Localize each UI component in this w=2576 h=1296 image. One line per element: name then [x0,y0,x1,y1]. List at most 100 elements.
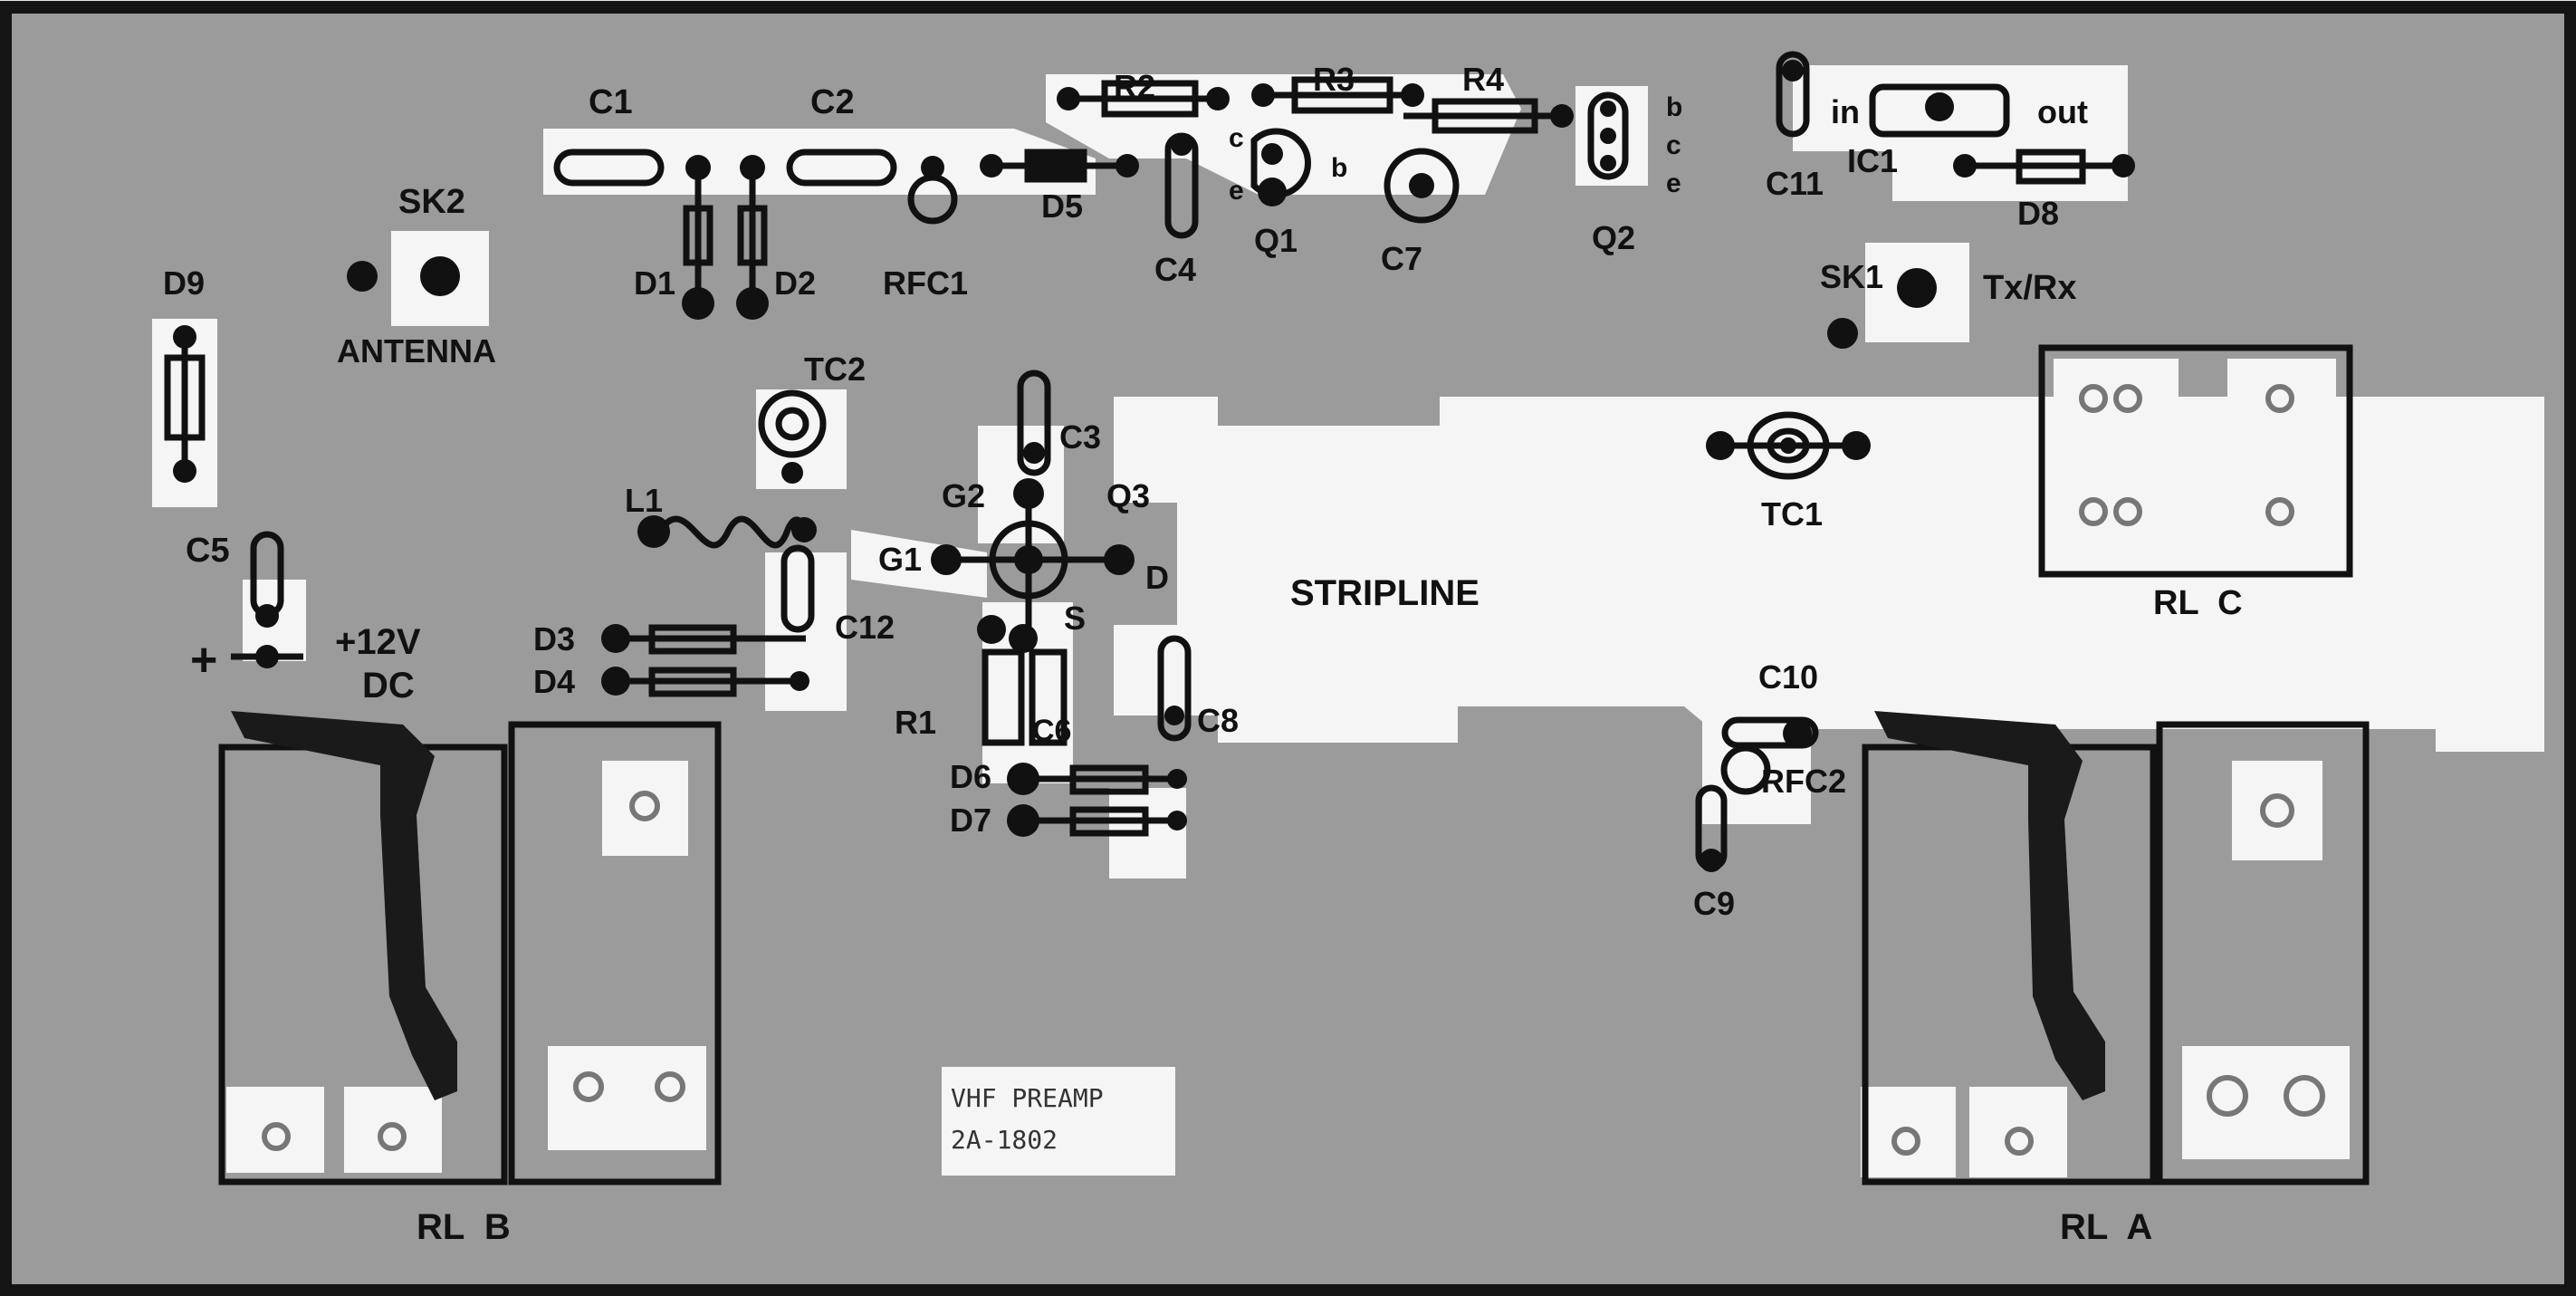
label-q3: Q3 [1106,477,1150,514]
nameplate-title: VHF PREAMP [951,1083,1104,1113]
rlc-ring-5 [2113,497,2142,526]
label-d2: D2 [774,264,816,302]
q2-joint-e [1600,155,1616,171]
tc1-joint-left [1706,431,1735,460]
d6-diode [1069,764,1149,795]
q3-joint-s2 [1009,624,1038,653]
label-tc1: TC1 [1761,495,1823,533]
copper-rlc-pad-1 [2054,359,2179,460]
d4-diode [648,667,737,697]
l1-joint-right [791,517,817,542]
copper-rlb-pad-bottom [548,1046,706,1150]
c8-joint [1164,706,1184,725]
q3-joint-d [1104,544,1135,575]
q3-joint-g1 [931,544,962,575]
label-q1-e: e [1229,176,1244,206]
label-c4: C4 [1154,251,1196,288]
label-c9: C9 [1693,885,1735,922]
label-in: in [1831,93,1860,130]
d2-joint-top [740,155,765,180]
c5-joint [255,604,279,628]
q2-joint-b [1600,101,1616,117]
rlc-ring-2 [2113,384,2142,413]
label-ic1: IC1 [1847,142,1898,179]
rlc-outline [2038,344,2353,578]
c8-capacitor [1157,635,1192,742]
label-c2: C2 [810,83,855,121]
label-rfc2: RFC2 [1761,763,1846,800]
copper-rla-pad-top [2232,761,2322,860]
label-q1: Q1 [1254,222,1298,259]
copper-c1c2-strip [543,129,1096,195]
c11-capacitor [1776,51,1810,138]
label-q2: Q2 [1592,219,1635,256]
label-c8: C8 [1197,702,1239,739]
relay-armatures [231,711,2105,1100]
rla-ring-1 [2207,1075,2248,1117]
d6-joint-left [1007,763,1039,795]
d3-diode [648,624,737,655]
c10-capacitor [1721,716,1819,749]
label-c5: C5 [186,532,230,570]
c7-joint [1409,173,1434,198]
nameplate-code: 2A-1802 [951,1125,1058,1155]
label-q1-c: c [1229,123,1244,153]
r2-joint-right [1206,87,1230,110]
d8-diode [2016,149,2086,185]
label-r2: R2 [1114,68,1155,105]
label-sk1: SK1 [1820,258,1883,295]
sk2-joint-center [420,256,460,296]
r3-joint-right [1401,83,1424,107]
d8-joint-left [1953,154,1977,178]
d4-joint-right [790,671,809,691]
d7-joint-right [1167,811,1187,830]
q2-transistor [1587,91,1629,180]
rlb-outline-right [508,721,722,1186]
sk1-joint-ground [1827,318,1858,349]
tc2-trimmer-center [775,407,809,441]
board-nameplate [942,1067,1175,1176]
c3-joint [1023,442,1045,464]
copper-rlb-pad-left [226,1087,324,1173]
d8-joint-right [2112,154,2135,178]
label-antenna: ANTENNA [337,332,496,370]
d3-joint-left [601,624,630,653]
rlb-armature [231,711,457,1100]
rla-ring-4 [2005,1127,2034,1156]
d7-diode [1069,806,1149,837]
d9-joint-bottom [173,459,196,483]
label-q1-b: b [1331,153,1347,183]
rlb-ring-4 [378,1122,407,1151]
label-d3: D3 [533,620,575,658]
rla-ring-top [2260,793,2294,828]
c3-capacitor [1017,370,1051,476]
label-out: out [2037,93,2088,130]
c9-joint [1700,849,1723,872]
label-d1: D1 [634,264,675,302]
label-l1: L1 [625,482,663,519]
label-r4: R4 [1462,61,1504,98]
label-txrx: Tx/Rx [1983,269,2076,307]
label-r3: R3 [1313,61,1355,98]
d6-joint-right [1167,769,1187,789]
label-d6: D6 [950,758,991,795]
label-12v: +12V [335,622,421,662]
d1-joint-bottom [682,287,714,320]
label-c11: C11 [1766,165,1824,202]
rla-armature [1874,711,2105,1100]
c1-capacitor [553,149,665,187]
label-d5: D5 [1041,187,1083,225]
q2-joint-c [1600,128,1616,144]
c7-capacitor [1384,148,1460,224]
label-s: S [1064,600,1086,637]
rlb-ring-1 [573,1071,604,1102]
r3-joint-left [1251,83,1275,107]
label-c12: C12 [835,609,895,646]
d2-joint-bottom [736,287,769,320]
tc2-joint [781,462,803,484]
pad-rings [262,384,2325,1156]
components [164,51,2123,871]
q3-joint-center [1014,545,1043,574]
